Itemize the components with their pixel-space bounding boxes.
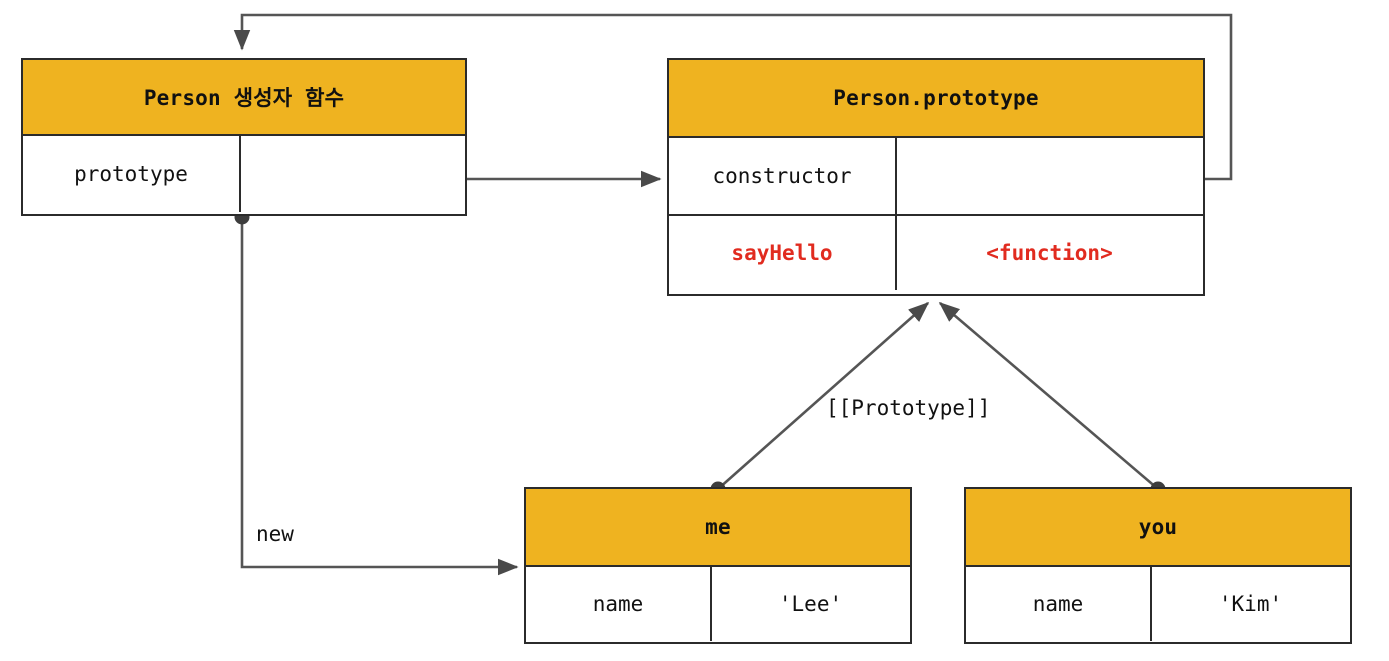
property-key-name-me: name bbox=[526, 567, 712, 641]
table-row: constructor bbox=[669, 138, 1203, 214]
node-person-constructor[interactable]: Person 생성자 함수 prototype bbox=[21, 58, 467, 216]
property-key-name-you: name bbox=[966, 567, 1152, 641]
node-person-prototype[interactable]: Person.prototype constructor sayHello <f… bbox=[667, 58, 1205, 296]
property-value-name-you: 'Kim' bbox=[1218, 592, 1283, 616]
table-row: prototype bbox=[23, 136, 465, 212]
table-row: name 'Kim' bbox=[966, 567, 1350, 641]
node-me-title: me bbox=[526, 489, 910, 567]
edge-new-to-me bbox=[234, 209, 519, 576]
edge-label-new: new bbox=[256, 522, 294, 546]
edge-label-prototype: [[Prototype]] bbox=[826, 396, 991, 420]
property-value-sayhello: <function> bbox=[986, 241, 1113, 265]
property-value-name-me: 'Lee' bbox=[778, 592, 843, 616]
property-key-constructor: constructor bbox=[669, 138, 897, 214]
property-key-prototype: prototype bbox=[23, 136, 241, 212]
node-person-prototype-title: Person.prototype bbox=[669, 60, 1203, 138]
property-value-constructor bbox=[897, 138, 1202, 214]
node-you-instance[interactable]: you name 'Kim' bbox=[964, 487, 1352, 644]
node-person-constructor-title: Person 생성자 함수 bbox=[23, 60, 465, 136]
node-you-title: you bbox=[966, 489, 1350, 567]
table-row: name 'Lee' bbox=[526, 567, 910, 641]
table-row: sayHello <function> bbox=[669, 214, 1203, 290]
property-key-sayhello: sayHello bbox=[669, 216, 897, 290]
node-me-instance[interactable]: me name 'Lee' bbox=[524, 487, 912, 644]
property-value-prototype bbox=[241, 136, 464, 212]
